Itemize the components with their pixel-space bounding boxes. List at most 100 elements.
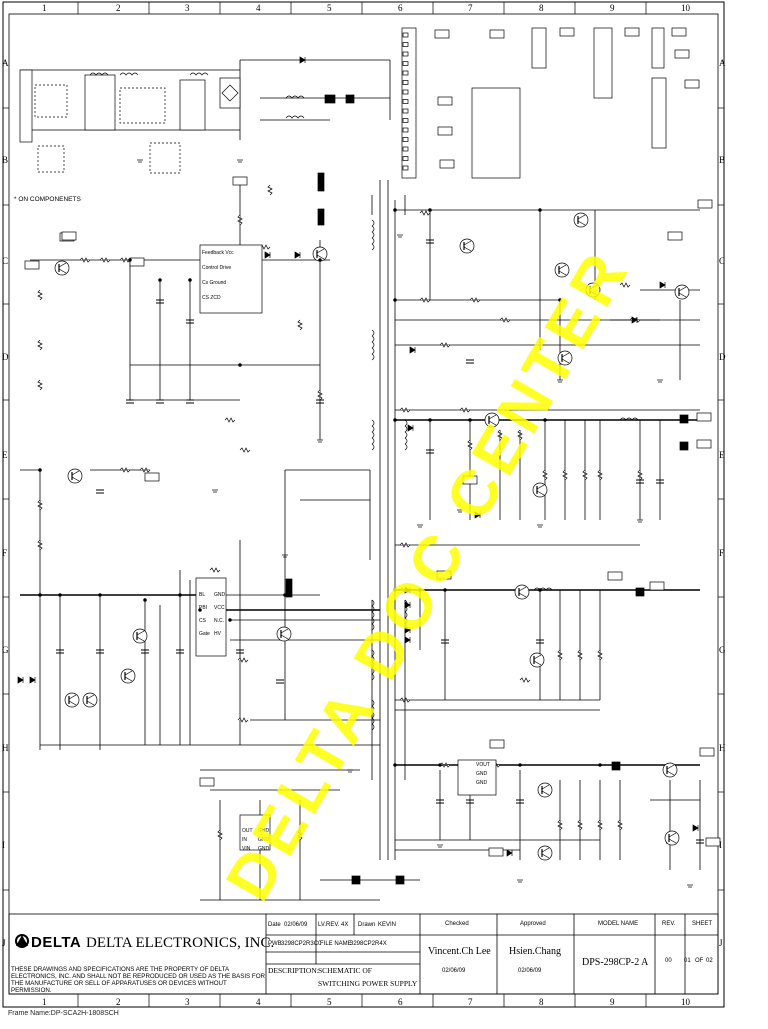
transistor-collector (541, 784, 550, 790)
column-number: 8 (539, 3, 544, 13)
row-letter: I (2, 840, 5, 850)
resistor (439, 762, 451, 768)
resistor (497, 429, 503, 441)
sheet-total: 02 (706, 958, 713, 964)
junction-dot (128, 258, 132, 262)
transistor (82, 692, 98, 708)
transistor-collector (541, 847, 550, 853)
transistor (664, 830, 680, 846)
column-number: 3 (185, 997, 190, 1007)
inductor (285, 95, 305, 99)
connector-pin (402, 127, 409, 133)
transistor (276, 626, 292, 642)
net-label-flag (462, 475, 478, 485)
transformer-winding (371, 667, 375, 675)
date-value: 02/06/09 (284, 922, 308, 928)
component-note-text: ON COMPONENETS (18, 196, 81, 203)
connector-5 (651, 27, 665, 69)
ic-pin-label: VCC (214, 605, 225, 611)
transformer-winding (371, 425, 375, 433)
transformer-winding (371, 225, 375, 233)
column-number: 7 (468, 3, 473, 13)
transistor-emitter (561, 358, 570, 364)
transformer-winding (371, 335, 375, 343)
row-letter: J (719, 938, 723, 948)
diode (404, 586, 411, 594)
connector-6 (651, 77, 667, 149)
junction-dot (538, 588, 542, 592)
transformer-winding (371, 443, 375, 451)
transistor-collector (577, 214, 586, 220)
junction-dot (558, 298, 562, 302)
net-label-flag (24, 260, 40, 270)
transistor-collector (666, 764, 675, 770)
net-label-flag (436, 570, 452, 580)
description-label: DESCRIPTION: (268, 966, 319, 975)
approved-name: Hsien.Chang (509, 946, 561, 957)
transistor (120, 668, 136, 684)
sheet-value: 01 (684, 958, 691, 964)
resistor (499, 317, 511, 323)
resistor (237, 214, 243, 226)
connector-pin (402, 118, 409, 123)
transistor-collector (561, 352, 570, 358)
power-block (324, 94, 336, 104)
connector-pin (402, 80, 409, 85)
resistor (237, 657, 249, 663)
resistor (37, 539, 43, 551)
transistor (662, 762, 678, 778)
net-label-flag (144, 472, 160, 482)
row-letter: F (2, 548, 8, 558)
junction-dot (318, 258, 322, 262)
junction-dot (393, 763, 397, 767)
resistor (617, 819, 623, 831)
transistor-emitter (558, 270, 567, 276)
description-value2: SWITCHING POWER SUPPLY (318, 979, 418, 988)
net-label-flag (488, 847, 504, 857)
transformer-winding (371, 599, 375, 607)
net-label-flag (489, 739, 505, 749)
transistor-collector (68, 694, 77, 700)
resistor (517, 429, 523, 441)
transformer-winding (404, 623, 408, 631)
net-label-flag (199, 777, 215, 787)
transistor-collector (316, 248, 325, 254)
junction-dot (428, 418, 432, 422)
transistor-emitter (541, 790, 550, 796)
rev-value: 00 (665, 958, 672, 964)
net-label-flag (559, 27, 575, 37)
resistor (439, 342, 451, 348)
fuse-block (37, 145, 65, 173)
net-label-flag (607, 571, 623, 581)
column-number: 6 (398, 3, 403, 13)
ic-pin-label: VOUT (476, 762, 490, 768)
transformer-winding (404, 425, 408, 433)
resistor (542, 469, 548, 481)
column-number: 2 (116, 3, 121, 13)
resistor (37, 379, 43, 391)
column-number: 10 (681, 997, 690, 1007)
transformer-winding (371, 649, 375, 657)
resistor (217, 829, 223, 841)
power-block (351, 875, 361, 885)
power-block (317, 208, 325, 226)
transistor-emitter (124, 676, 133, 682)
connector-pin (402, 70, 409, 76)
transistor-collector (533, 654, 542, 660)
transistor-collector (589, 284, 598, 290)
inductor (189, 72, 209, 76)
junction-dot (418, 588, 422, 592)
junction-dot (468, 418, 472, 422)
transformer-winding (404, 431, 408, 439)
transistor (532, 482, 548, 498)
transformer-winding (404, 437, 408, 445)
model-value: DPS-298CP-2 A (582, 957, 649, 968)
net-label-flag (705, 837, 721, 847)
transistor (514, 584, 530, 600)
resistor (467, 439, 473, 451)
transformer-winding (371, 705, 375, 713)
row-letter: I (719, 840, 722, 850)
transformer-winding (371, 347, 375, 355)
resistor (577, 819, 583, 831)
